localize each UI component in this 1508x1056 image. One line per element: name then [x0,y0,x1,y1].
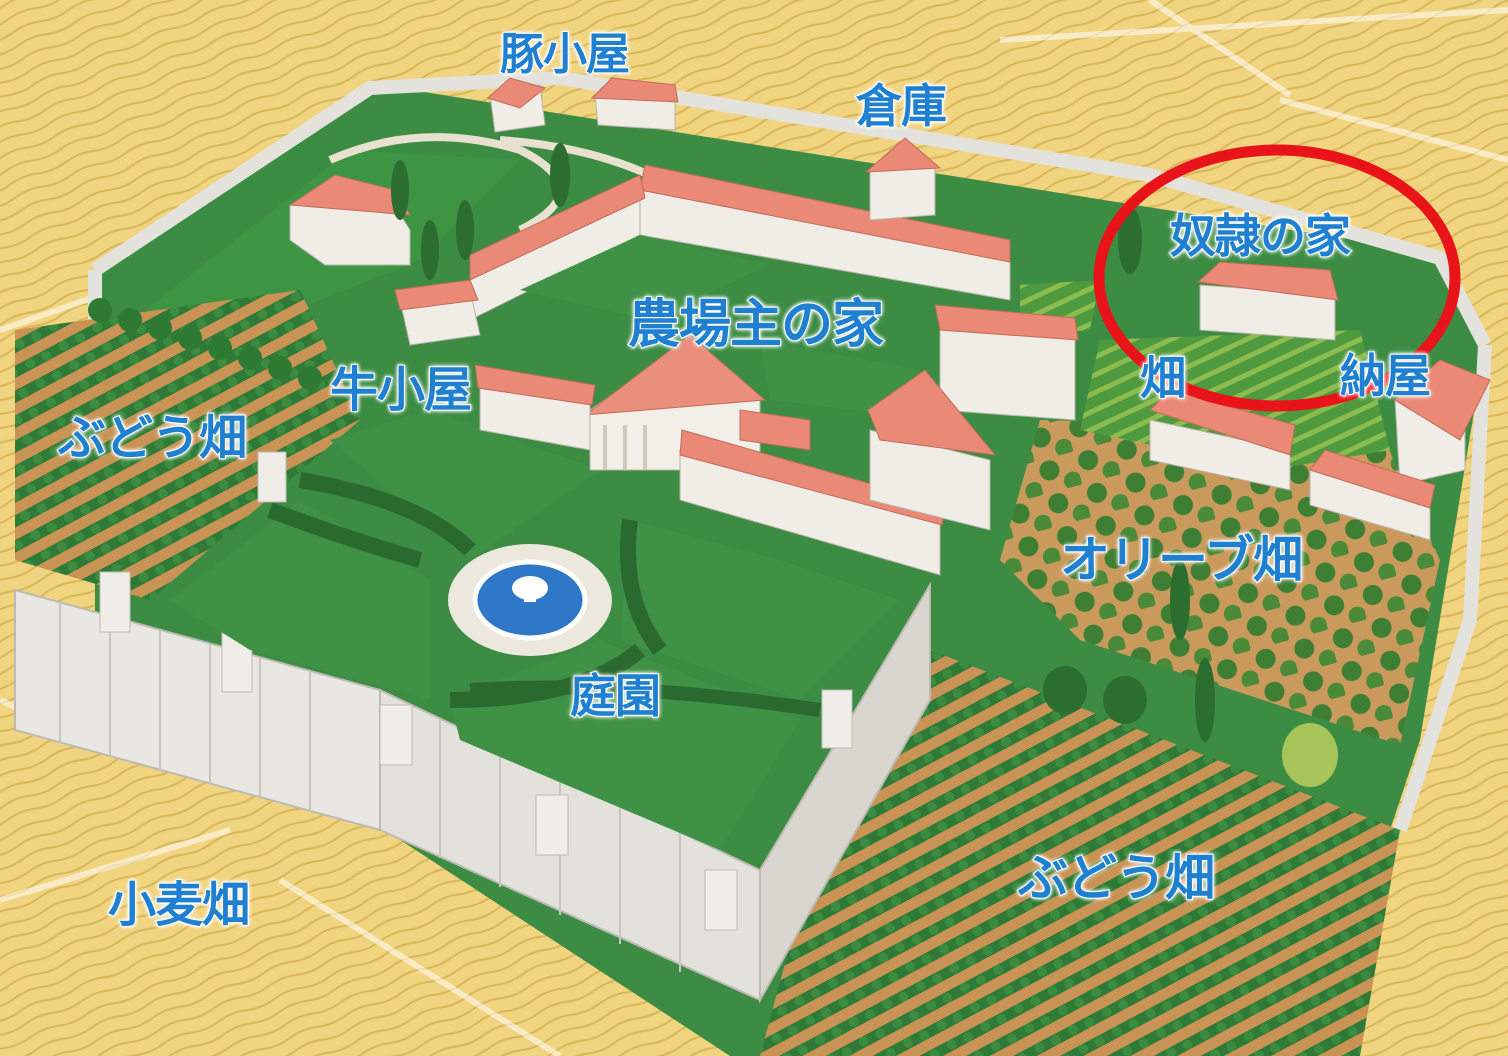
north-wall [91,70,1492,349]
label-vineyard-west: ぶどう畑 [57,409,248,467]
label-owner-house: 農場主の家 [627,294,885,356]
label-storehouse: 倉庫 [855,78,948,134]
label-wheat-field: 小麦畑 [107,876,251,934]
fountain [448,544,612,656]
garden-walls [14,451,931,1004]
label-barn: 納屋 [1339,348,1432,404]
label-slave-house: 奴隷の家 [1169,208,1352,264]
cypress-trees [391,143,1215,742]
highlight-ring [1093,144,1461,412]
vineyard-south-rows [760,650,1400,1056]
label-garden: 庭園 [569,668,662,724]
label-olive-grove: オリーブ畑 [1059,530,1304,590]
east-wall [1393,344,1492,833]
outbuildings [288,77,1491,541]
olive-tree-light [1282,723,1338,787]
label-vineyard-south: ぶどう畑 [1017,848,1216,908]
garden-courtyard [170,410,900,850]
label-field: 畑 [1139,350,1187,406]
label-pigsty: 豚小屋 [499,28,631,81]
label-cowshed: 牛小屋 [329,361,473,419]
villa-buildings [394,164,1079,576]
tree-row-west [88,298,322,390]
